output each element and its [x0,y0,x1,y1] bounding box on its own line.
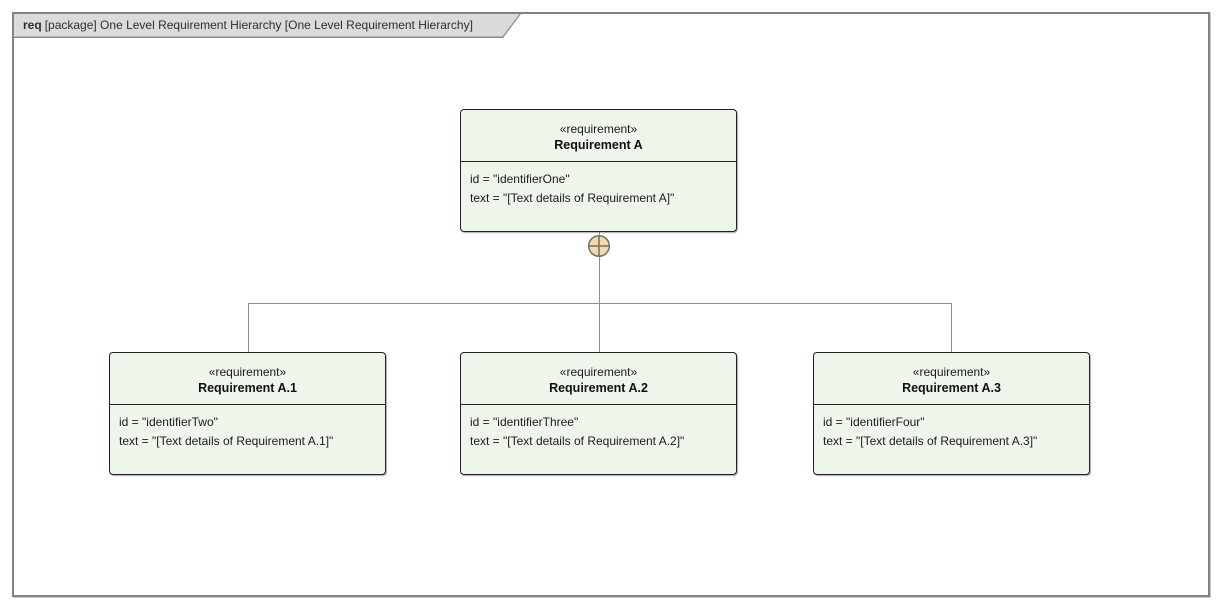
containment-connector-drop-a3 [951,303,952,352]
node-attribute-text: text = "[Text details of Requirement A.3… [823,434,1038,448]
requirement-node-a3[interactable]: «requirement» Requirement A.3 id = "iden… [813,352,1090,475]
node-attribute-id: id = "identifierFour" [823,415,925,429]
frame-tab-label: req [package] One Level Requirement Hier… [14,14,520,37]
node-stereotype: «requirement» [912,364,991,379]
node-body: id = "identifierFour" text = "[Text deta… [814,405,1089,451]
node-attribute-id: id = "identifierTwo" [119,415,218,429]
node-header: «requirement» Requirement A.3 [814,353,1089,405]
containment-connector-trunk [599,232,600,303]
requirement-node-a2[interactable]: «requirement» Requirement A.2 id = "iden… [460,352,737,475]
node-name: Requirement A [554,137,643,152]
node-header: «requirement» Requirement A.2 [461,353,736,405]
node-stereotype: «requirement» [559,364,638,379]
node-body: id = "identifierThree" text = "[Text det… [461,405,736,451]
frame-tab: req [package] One Level Requirement Hier… [14,14,521,38]
diagram-frame [12,12,1210,597]
node-stereotype: «requirement» [559,121,638,136]
requirement-node-a[interactable]: «requirement» Requirement A id = "identi… [460,109,737,232]
frame-keyword: req [23,18,42,33]
frame-title: [package] One Level Requirement Hierarch… [44,18,473,33]
containment-connector-drop-a2 [599,303,600,352]
node-body: id = "identifierOne" text = "[Text detai… [461,162,736,208]
node-attribute-text: text = "[Text details of Requirement A.2… [470,434,685,448]
node-attribute-text: text = "[Text details of Requirement A]" [470,191,675,205]
containment-connector-drop-a1 [248,303,249,352]
node-attribute-id: id = "identifierOne" [470,172,570,186]
node-name: Requirement A.2 [549,380,648,395]
node-attribute-id: id = "identifierThree" [470,415,579,429]
requirement-node-a1[interactable]: «requirement» Requirement A.1 id = "iden… [109,352,386,475]
node-name: Requirement A.1 [198,380,297,395]
node-stereotype: «requirement» [208,364,287,379]
node-name: Requirement A.3 [902,380,1001,395]
node-header: «requirement» Requirement A [461,110,736,162]
node-attribute-text: text = "[Text details of Requirement A.1… [119,434,334,448]
containment-crosshair-icon [587,234,611,258]
node-header: «requirement» Requirement A.1 [110,353,385,405]
node-body: id = "identifierTwo" text = "[Text detai… [110,405,385,451]
